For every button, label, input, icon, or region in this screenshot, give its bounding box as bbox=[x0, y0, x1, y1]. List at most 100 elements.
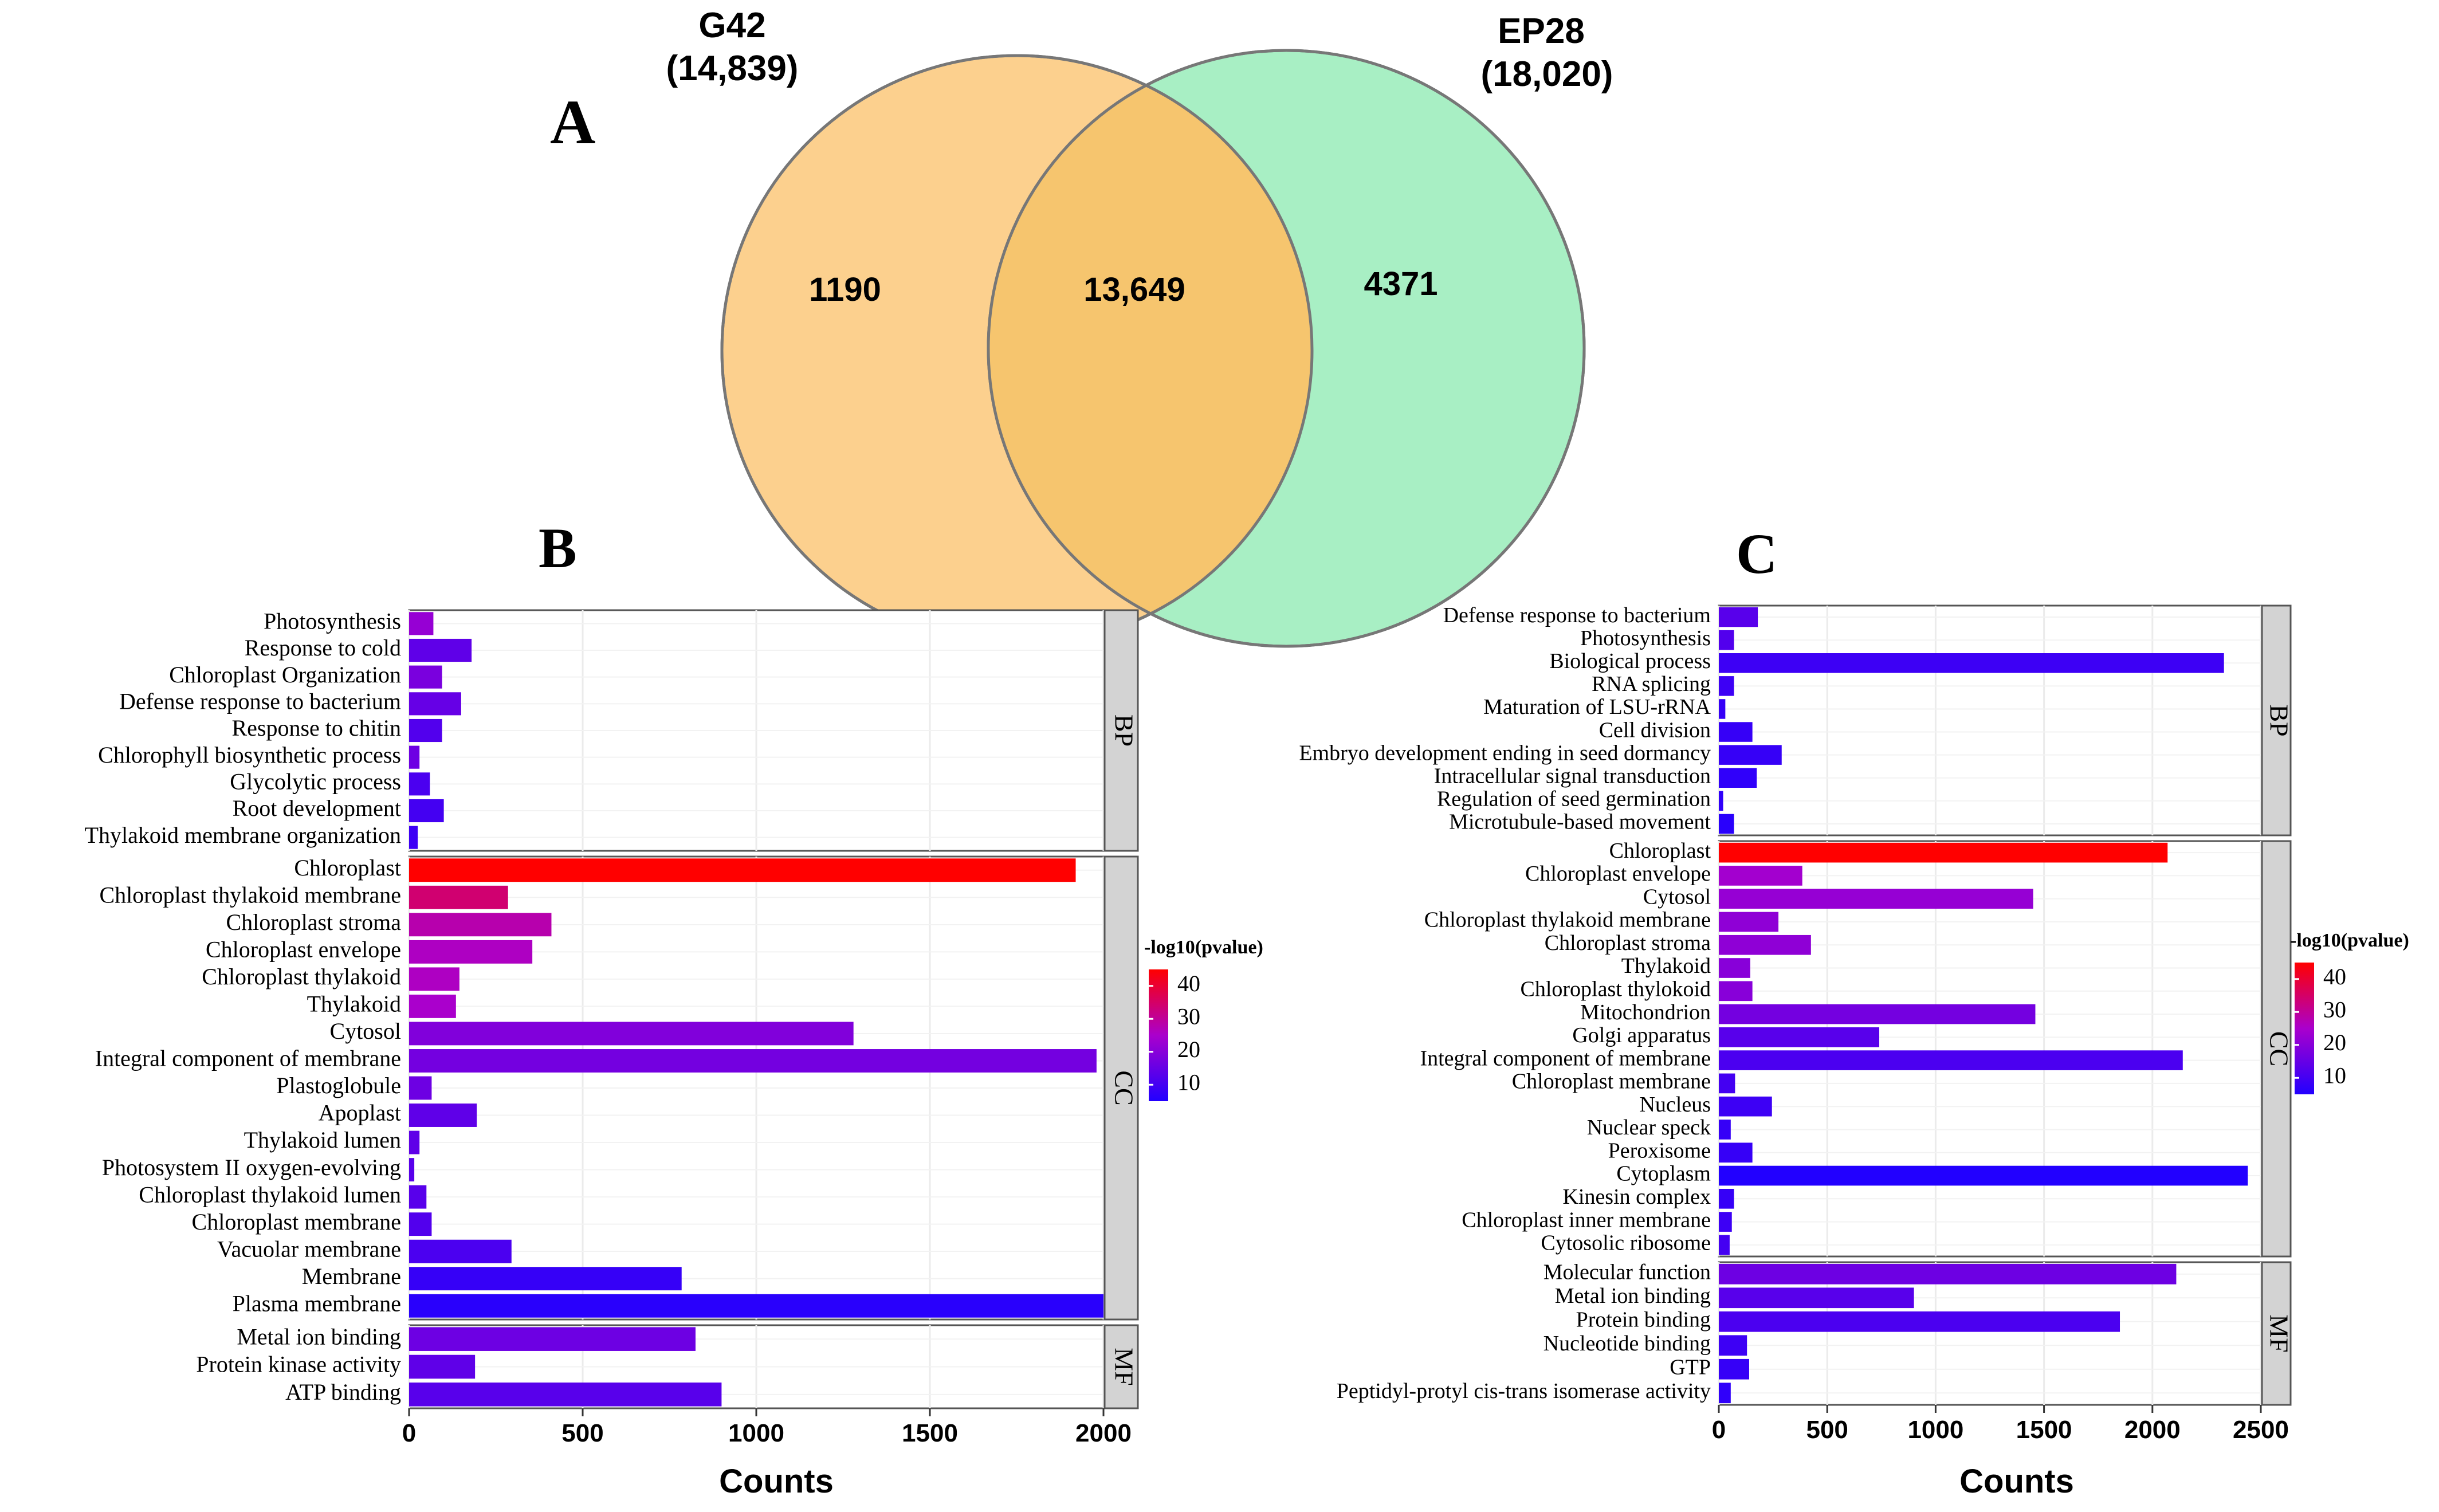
bar-defense-response-to-bacterium bbox=[1719, 607, 1758, 627]
venn-overlap bbox=[988, 56, 1312, 646]
category-label: Metal ion binding bbox=[237, 1324, 401, 1349]
bar-protein-kinase-activity bbox=[409, 1354, 476, 1379]
category-label: Chloroplast stroma bbox=[226, 909, 401, 935]
bar-glycolytic-process bbox=[409, 772, 430, 796]
category-label: Molecular function bbox=[1543, 1260, 1711, 1284]
bar-chloroplast-envelope bbox=[409, 940, 533, 964]
bar-response-to-cold bbox=[409, 638, 472, 662]
bar-chloroplast-membrane bbox=[1719, 1073, 1735, 1094]
category-label: Photosystem II oxygen-evolving bbox=[102, 1154, 401, 1180]
category-label: Chlorophyll biosynthetic process bbox=[98, 742, 401, 768]
category-label: Microtubule-based movement bbox=[1449, 810, 1711, 834]
facet-strip-label: BP bbox=[2264, 704, 2293, 736]
category-label: Chloroplast Organization bbox=[169, 662, 401, 688]
category-label: Photosynthesis bbox=[264, 608, 401, 634]
category-label: Nuclear speck bbox=[1587, 1116, 1711, 1140]
bar-thylakoid bbox=[1719, 958, 1750, 978]
bar-mitochondrion bbox=[1719, 1004, 2036, 1024]
bar-biological-process bbox=[1719, 653, 2224, 673]
bar-integral-component-of-membrane bbox=[409, 1049, 1097, 1073]
venn-overlap-count: 13,649 bbox=[1083, 271, 1185, 308]
category-label: Chloroplast membrane bbox=[192, 1209, 401, 1235]
category-label: Apoplast bbox=[319, 1100, 401, 1126]
bar-chloroplast-stroma bbox=[1719, 934, 1811, 955]
category-label: Protein binding bbox=[1576, 1307, 1711, 1332]
bar-rna-splicing bbox=[1719, 676, 1734, 696]
bar-response-to-chitin bbox=[409, 718, 442, 743]
bar-cell-division bbox=[1719, 722, 1753, 742]
facet-strip-label: CC bbox=[2264, 1031, 2293, 1066]
bar-metal-ion-binding bbox=[1719, 1287, 1914, 1309]
legend-tick-label: 40 bbox=[1177, 971, 1200, 996]
x-tick-label: 2000 bbox=[2124, 1416, 2181, 1444]
bar-microtubule-based-movement bbox=[1719, 814, 1734, 834]
legend-tick-label: 30 bbox=[1177, 1003, 1200, 1029]
bar-chloroplast-stroma bbox=[409, 913, 552, 937]
legend-tick-label: 20 bbox=[1177, 1036, 1200, 1062]
bar-cytosol bbox=[1719, 889, 2033, 909]
category-label: Nucleotide binding bbox=[1543, 1332, 1711, 1356]
legend-colorbar bbox=[1149, 969, 1168, 1101]
facet-strip-label: CC bbox=[1109, 1070, 1138, 1105]
bar-peptidyl-protyl-cis-trans-isomerase-activity bbox=[1719, 1383, 1731, 1404]
category-label: Response to chitin bbox=[231, 715, 401, 741]
bar-chloroplast-membrane bbox=[409, 1212, 432, 1236]
category-label: Integral component of membrane bbox=[1420, 1046, 1711, 1070]
category-label: Peptidyl-protyl cis-trans isomerase acti… bbox=[1337, 1379, 1711, 1403]
bar-membrane bbox=[409, 1267, 682, 1291]
bar-cytoplasm bbox=[1719, 1165, 2248, 1186]
category-label: Peroxisome bbox=[1608, 1138, 1711, 1163]
category-label: Chloroplast thylakoid membrane bbox=[99, 882, 401, 908]
bar-nuclear-speck bbox=[1719, 1120, 1731, 1140]
venn-diagram: A G42 (14,839) EP28 (18,020) 1190 13,649… bbox=[550, 6, 1613, 648]
bar-nucleus bbox=[1719, 1096, 1772, 1117]
facet-panel-mf bbox=[1718, 1261, 2262, 1406]
facet-strip-cc bbox=[1103, 855, 1139, 1321]
facet-strip-mf bbox=[1103, 1324, 1139, 1409]
category-label: Integral component of membrane bbox=[95, 1046, 401, 1071]
category-label: GTP bbox=[1670, 1355, 1711, 1379]
category-label: Chloroplast thylakoid membrane bbox=[1424, 908, 1711, 932]
bar-chloroplast bbox=[409, 858, 1076, 882]
category-label: Membrane bbox=[302, 1263, 401, 1289]
bar-chloroplast-organization bbox=[409, 665, 442, 689]
bar-metal-ion-binding bbox=[409, 1327, 696, 1351]
category-label: Defense response to bacterium bbox=[119, 689, 401, 714]
category-label: Glycolytic process bbox=[230, 769, 401, 795]
bar-nucleotide-binding bbox=[1719, 1335, 1747, 1356]
facet-strip-mf bbox=[2261, 1261, 2292, 1406]
x-tick-label: 1000 bbox=[1907, 1416, 1963, 1444]
x-tick-label: 1000 bbox=[728, 1419, 784, 1447]
bar-intracellular-signal-transduction bbox=[1719, 768, 1757, 788]
category-label: Chloroplast envelope bbox=[1525, 862, 1711, 886]
legend-title: -log10(pvalue) bbox=[2290, 930, 2409, 951]
bar-defense-response-to-bacterium bbox=[409, 692, 461, 716]
x-axis-title-c: Counts bbox=[1959, 1463, 2074, 1500]
venn-ep28-name: EP28 bbox=[1498, 11, 1585, 51]
x-tick-label: 500 bbox=[561, 1419, 603, 1447]
facet-strip-label: MF bbox=[2264, 1314, 2293, 1352]
category-label: Plasma membrane bbox=[233, 1290, 401, 1316]
bar-plasma-membrane bbox=[409, 1294, 1103, 1318]
category-label: Cytosol bbox=[330, 1018, 401, 1044]
bar-photosystem-ii-oxygen-evolving bbox=[409, 1158, 415, 1182]
facet-strip-label: MF bbox=[1109, 1348, 1138, 1385]
bar-photosynthesis bbox=[409, 612, 434, 635]
facet-strip-bp bbox=[1103, 609, 1139, 852]
x-tick-label: 0 bbox=[402, 1419, 416, 1447]
bar-regulation-of-seed-germination bbox=[1719, 791, 1723, 811]
facet-strip-bp bbox=[2261, 604, 2292, 836]
legend-tick-label: 10 bbox=[2323, 1062, 2346, 1088]
category-label: Thylakoid bbox=[307, 991, 401, 1017]
category-label: Vacuolar membrane bbox=[217, 1236, 401, 1262]
bar-atp-binding bbox=[409, 1383, 722, 1407]
bar-apoplast bbox=[409, 1103, 477, 1127]
bar-chloroplast-envelope bbox=[1719, 866, 1802, 886]
category-label: Protein kinase activity bbox=[196, 1352, 401, 1377]
panel-label-c: C bbox=[1736, 522, 1777, 586]
category-label: Thylakoid lumen bbox=[244, 1127, 401, 1153]
category-label: Biological process bbox=[1549, 649, 1711, 673]
